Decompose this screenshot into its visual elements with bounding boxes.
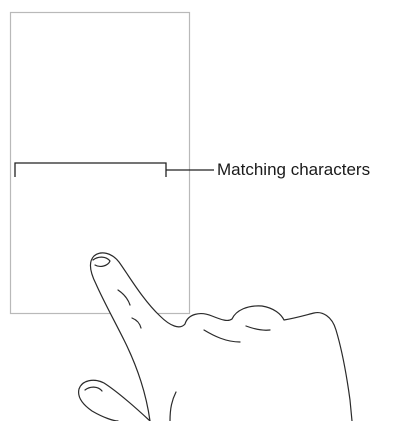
hand-icon bbox=[79, 253, 352, 421]
callout-label: Matching characters bbox=[217, 159, 370, 181]
